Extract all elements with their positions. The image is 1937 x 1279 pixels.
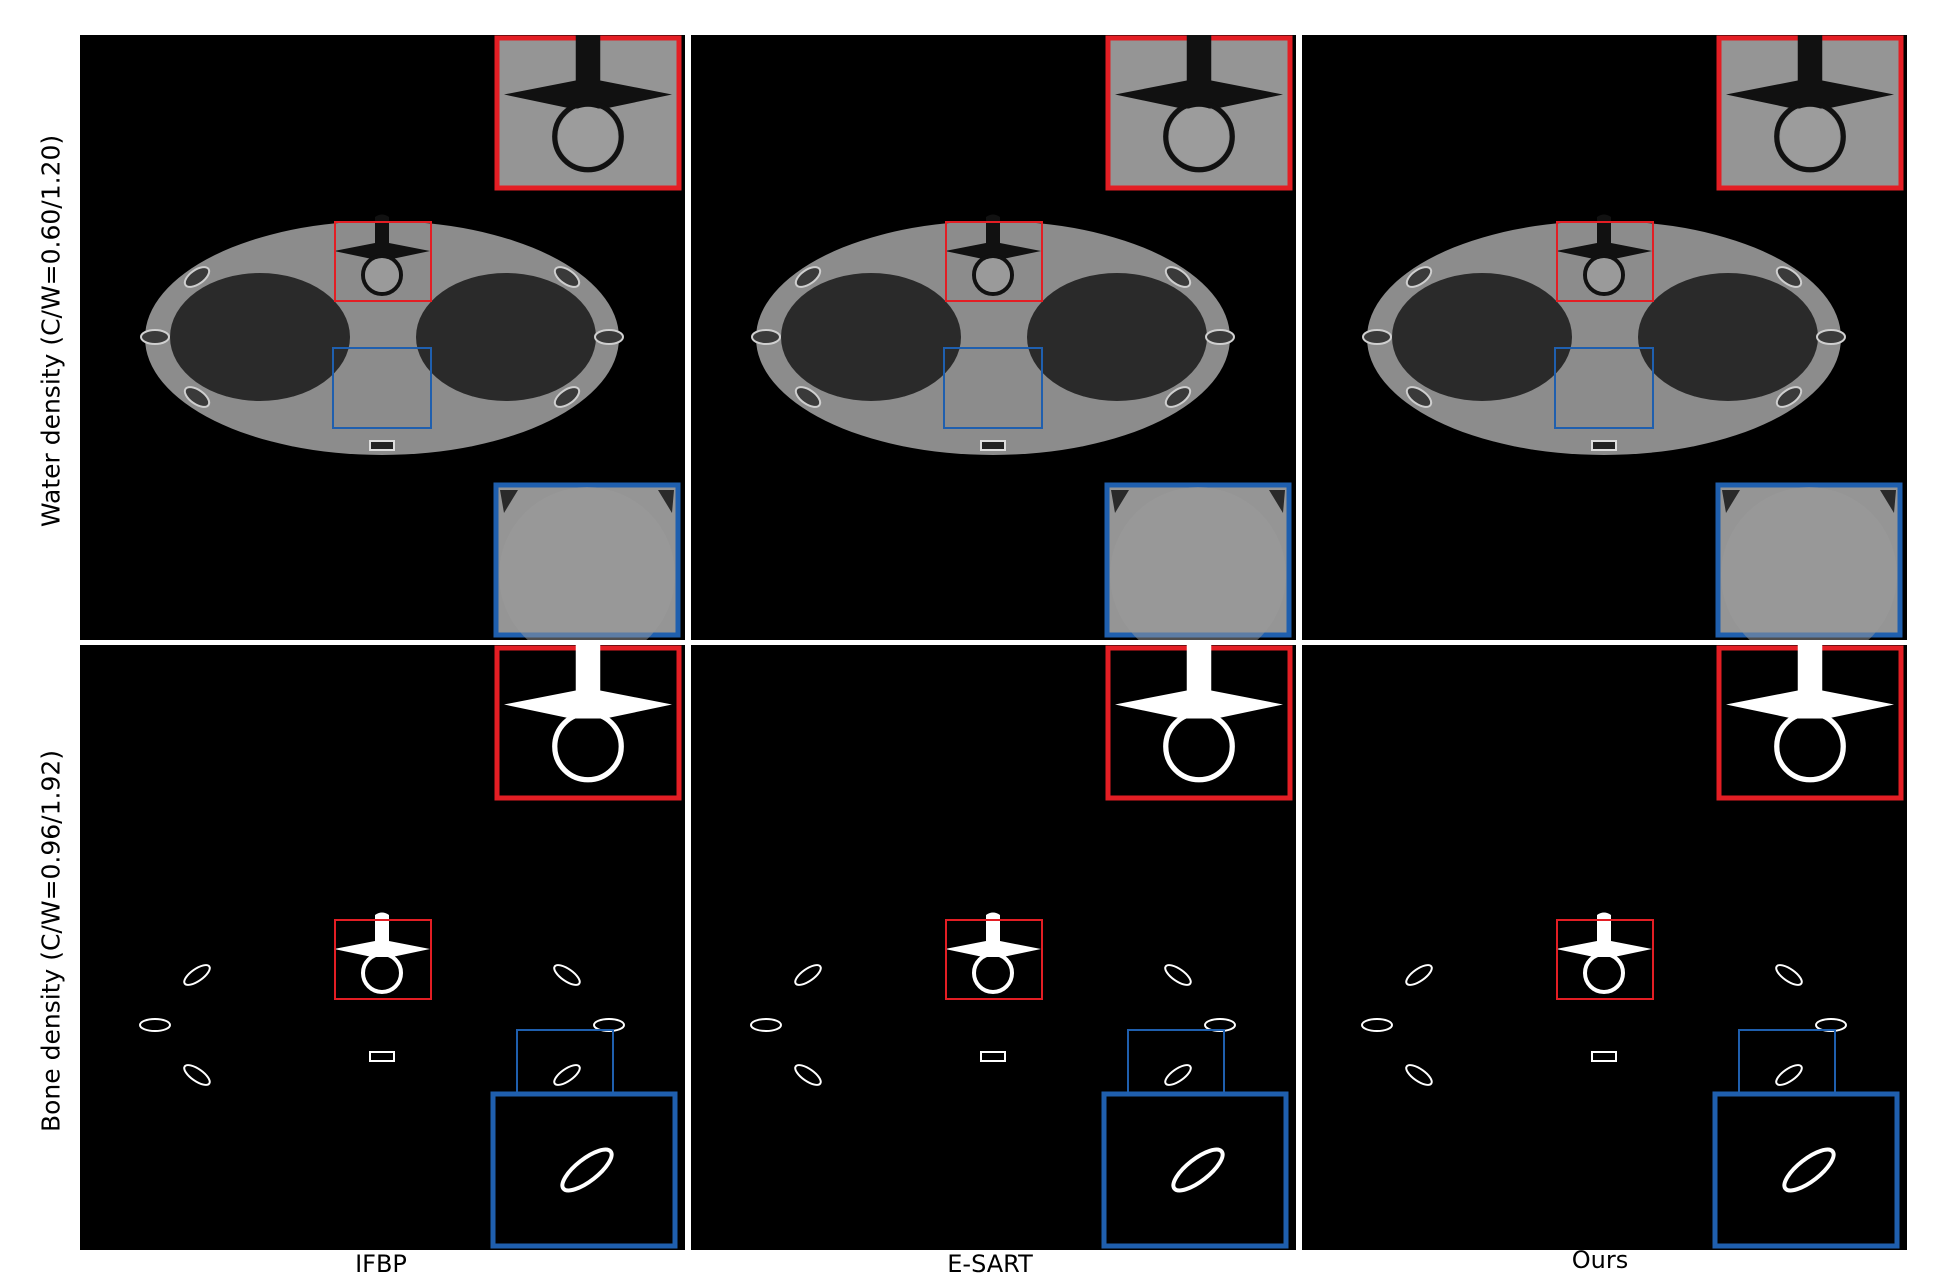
zoom-inset-blue xyxy=(493,482,681,640)
panel-bone-ifbp xyxy=(80,645,685,1250)
phantom-image xyxy=(1362,35,1904,640)
panel-bone-ours xyxy=(1302,645,1907,1250)
bone-rib xyxy=(553,1064,581,1086)
rib-ellipse xyxy=(1405,386,1433,408)
rib-ellipse xyxy=(553,386,581,408)
spine xyxy=(945,214,1041,296)
phantom-image xyxy=(140,35,682,640)
right-lung xyxy=(416,273,596,401)
col-label-ours: Ours xyxy=(1571,1246,1629,1274)
phantom-image xyxy=(139,645,682,1249)
roi-blue-box xyxy=(332,347,432,429)
col-label-esart: E-SART xyxy=(947,1250,1033,1278)
right-lung xyxy=(1638,273,1818,401)
bone-spine xyxy=(1556,912,1652,994)
small-rect-marker xyxy=(1591,1051,1617,1062)
phantom-image xyxy=(1361,645,1904,1249)
rib-ellipse xyxy=(1775,386,1803,408)
panel-water-esart xyxy=(691,35,1296,640)
panel-water-ifbp xyxy=(80,35,685,640)
small-rect-marker xyxy=(369,1051,395,1062)
bone-rib xyxy=(1361,1018,1393,1032)
rib-ellipse xyxy=(594,329,624,345)
bone-spine xyxy=(945,912,1041,994)
zoom-inset-red xyxy=(1716,645,1904,801)
bone-rib xyxy=(1164,964,1192,986)
roi-red-box xyxy=(1556,221,1654,302)
rib-ellipse xyxy=(1775,266,1803,288)
spine xyxy=(334,214,430,296)
bone-rib xyxy=(1775,1064,1803,1086)
rib-ellipse xyxy=(1164,266,1192,288)
rib-ellipse xyxy=(183,266,211,288)
zoom-inset-red xyxy=(494,35,682,191)
zoom-inset-red xyxy=(494,645,682,801)
bone-rib xyxy=(750,1018,782,1032)
small-rect-marker xyxy=(980,1051,1006,1062)
rib-ellipse xyxy=(794,266,822,288)
zoom-inset-blue xyxy=(1715,482,1903,640)
phantom-image xyxy=(751,35,1293,640)
rib-ellipse xyxy=(1164,386,1192,408)
zoom-inset-blue xyxy=(1101,1091,1289,1249)
roi-blue-box xyxy=(1554,347,1654,429)
rib-ellipse xyxy=(183,386,211,408)
small-rect-marker xyxy=(369,440,395,451)
rib-ellipse xyxy=(1405,266,1433,288)
bone-rib xyxy=(794,1064,822,1086)
bone-rib xyxy=(553,964,581,986)
bone-rib xyxy=(1405,964,1433,986)
spine xyxy=(1556,214,1652,296)
rib-ellipse xyxy=(140,329,170,345)
row-label-bone: Bone density (C/W=0.96/1.92) xyxy=(36,749,66,1133)
rib-ellipse xyxy=(553,266,581,288)
right-lung xyxy=(1027,273,1207,401)
roi-red-box xyxy=(334,221,432,302)
zoom-inset-red xyxy=(1105,645,1293,801)
zoom-inset-blue xyxy=(1712,1091,1900,1249)
panel-water-ours xyxy=(1302,35,1907,640)
row-label-water: Water density (C/W=0.60/1.20) xyxy=(36,134,66,528)
rib-ellipse xyxy=(751,329,781,345)
bone-rib xyxy=(183,1064,211,1086)
left-lung xyxy=(781,273,961,401)
rib-ellipse xyxy=(794,386,822,408)
zoom-inset-red xyxy=(1716,35,1904,191)
zoom-inset-red xyxy=(1105,35,1293,191)
rib-ellipse xyxy=(1816,329,1846,345)
bone-rib xyxy=(1775,964,1803,986)
small-rect-marker xyxy=(1591,440,1617,451)
roi-red-box xyxy=(334,919,432,1000)
roi-red-box xyxy=(945,221,1043,302)
col-label-ifbp: IFBP xyxy=(355,1250,407,1278)
bone-rib xyxy=(794,964,822,986)
bone-rib xyxy=(139,1018,171,1032)
small-rect-marker xyxy=(980,440,1006,451)
roi-blue-box xyxy=(943,347,1043,429)
roi-red-box xyxy=(1556,919,1654,1000)
bone-rib xyxy=(1164,1064,1192,1086)
roi-red-box xyxy=(945,919,1043,1000)
phantom-image xyxy=(750,645,1293,1249)
rib-ellipse xyxy=(1362,329,1392,345)
left-lung xyxy=(1392,273,1572,401)
bone-rib xyxy=(183,964,211,986)
rib-ellipse xyxy=(1205,329,1235,345)
bone-spine xyxy=(334,912,430,994)
zoom-inset-blue xyxy=(490,1091,678,1249)
bone-rib xyxy=(1405,1064,1433,1086)
panel-bone-esart xyxy=(691,645,1296,1250)
zoom-inset-blue xyxy=(1104,482,1292,640)
left-lung xyxy=(170,273,350,401)
